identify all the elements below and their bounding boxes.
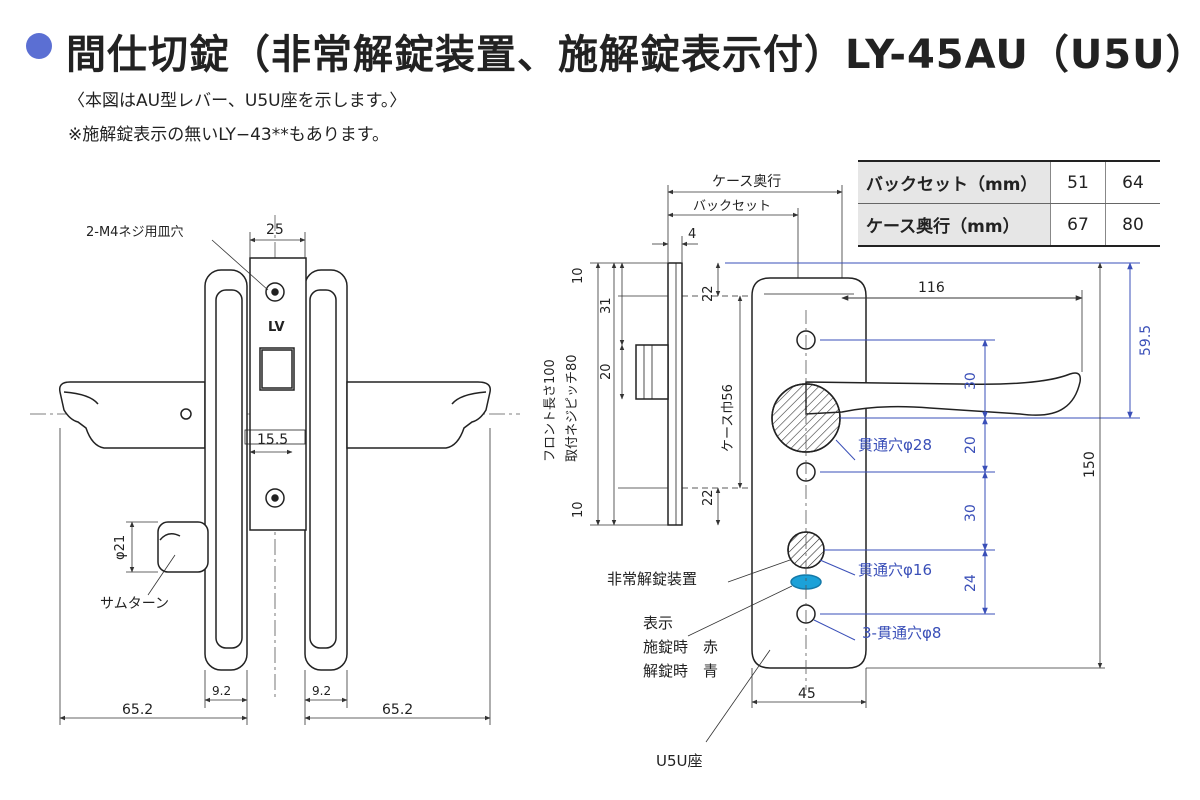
row-label: バックセット（mm） [858,160,1051,204]
case-depth-label: ケース奥行 [712,173,781,190]
hole-28-label: 貫通穴φ28 [858,436,932,454]
dim-24: 24 [963,574,979,592]
emergency-release-label: 非常解錠装置 [607,570,697,588]
right-lever [346,381,491,449]
dim-65-2-left: 65.2 [122,702,153,718]
dim-116: 116 [918,280,945,296]
right-rose [304,269,348,671]
front-view [635,262,842,526]
dim-20: 20 [599,363,614,380]
dim-phi21: φ21 [113,535,128,560]
row-label: ケース奥行（mm） [858,203,1051,247]
dim-59-5: 59.5 [1138,325,1154,356]
dim-45: 45 [798,686,816,702]
dim-30-lower: 30 [963,504,979,522]
dim-10-bottom: 10 [571,501,586,518]
front-length-label: フロント長さ100 [543,359,558,462]
case-width-label: ケース巾56 [721,384,736,452]
table-cell: 67 [1050,203,1106,247]
locked-color-label: 施錠時 赤 [643,638,718,656]
front-plate [667,262,683,526]
indicator-label: 表示 [643,614,673,632]
table-row: バックセット（mm） 51 64 [858,160,1160,204]
dim-9-2-right: 9.2 [312,684,331,698]
spec-table: バックセット（mm） 51 64 ケース奥行（mm） 67 80 [858,160,1160,247]
hole-16-label: 貫通穴φ16 [858,561,932,579]
dim-31: 31 [599,297,614,314]
dim-65-2-right: 65.2 [382,702,413,718]
left-lever [58,381,206,449]
dim-4: 4 [688,227,696,242]
dim-22-bottom: 22 [701,489,716,506]
lv-mark: LV [268,320,285,335]
escutcheon-plate [751,277,867,669]
table-cell: 51 [1050,160,1106,204]
figure-note: 〈本図はAU型レバー、U5U座を示します。〉 [68,91,407,111]
dim-22-top: 22 [701,285,716,302]
thumbturn-label: サムターン [100,596,169,612]
table-row: ケース奥行（mm） 67 80 [858,203,1160,247]
dim-30-upper: 30 [963,372,979,390]
hole-8-label: 3-貫通穴φ8 [862,624,941,642]
left-rose [204,269,248,671]
dim-15-5: 15.5 [257,432,288,448]
dim-20-right: 20 [963,436,979,454]
right-dimensions [687,262,1140,743]
page-title: 間仕切錠（非常解錠装置、施解錠表示付）LY-45AU（U5U） [66,32,1200,78]
faceplate [249,257,307,531]
variant-note: ※施解錠表示の無いLY−43**もあります。 [68,125,390,145]
title-bullet-icon [26,33,52,59]
unlocked-color-label: 解錠時 青 [643,662,718,680]
screw-hole-label: 2-M4ネジ用皿穴 [86,225,183,240]
dim-25: 25 [266,222,284,238]
backset-label: バックセット [693,199,771,214]
dim-10-top: 10 [571,267,586,284]
thumbturn [157,521,209,573]
escutcheon-label: U5U座 [656,752,703,770]
lever-handle [805,372,1082,416]
table-cell: 80 [1105,203,1160,247]
dim-150: 150 [1082,451,1098,478]
escutcheon-view [751,277,1082,690]
left-side-view [30,215,520,700]
dim-9-2-left: 9.2 [212,684,231,698]
screw-pitch-label: 取付ネジピッチ80 [565,354,580,462]
left-dimensions [59,232,491,725]
table-cell: 64 [1105,160,1160,204]
